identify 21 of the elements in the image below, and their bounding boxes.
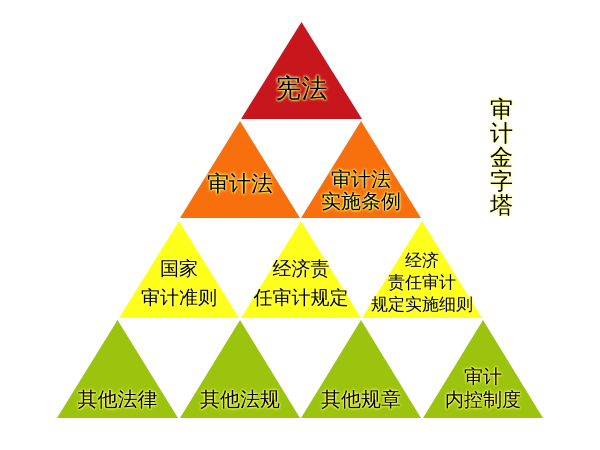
pyramid-triangle: [423, 320, 543, 418]
pyramid-triangle: [241, 22, 362, 119]
pyramid-triangle: [301, 121, 421, 218]
pyramid-triangle: [241, 221, 361, 318]
triangle-label: 审计内控制度: [445, 366, 521, 412]
pyramid-triangle: [180, 121, 300, 218]
triangle-label: 经济责任审计规定实施细则: [371, 250, 473, 316]
pyramid-triangle: [119, 221, 239, 318]
pyramid-title: 审计金字塔: [490, 98, 513, 218]
triangle-label: 经济责任审计规定: [254, 257, 348, 311]
pyramid-triangle: [180, 320, 300, 418]
pyramid-triangle: [57, 320, 178, 418]
triangle-label: 其他规章: [321, 387, 401, 411]
triangle-label: 审计法: [207, 172, 273, 198]
triangle-label: 其他法律: [78, 387, 158, 411]
triangle-label: 国家审计准则: [141, 257, 217, 311]
pyramid-triangle: [362, 221, 482, 318]
pyramid-triangle: [301, 320, 421, 418]
triangle-label: 宪法: [276, 75, 328, 103]
triangle-label: 审计法实施条例: [321, 168, 401, 212]
triangle-label: 其他法规: [200, 387, 280, 411]
